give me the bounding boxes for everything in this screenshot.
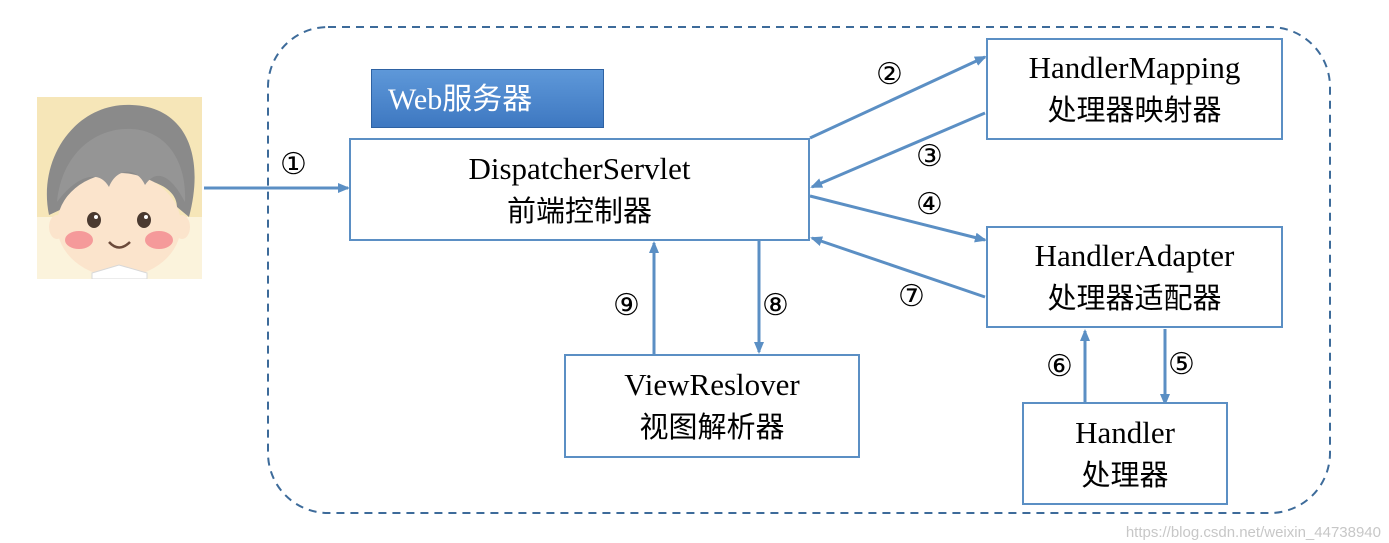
view-resolver-box: ViewReslover 视图解析器 bbox=[564, 354, 860, 458]
step-9-label: ⑨ bbox=[613, 288, 640, 323]
handler-adapter-box: HandlerAdapter 处理器适配器 bbox=[986, 226, 1283, 328]
handler-box: Handler 处理器 bbox=[1022, 402, 1228, 505]
step-4-label: ④ bbox=[916, 187, 943, 222]
arrow-step-3 bbox=[810, 111, 986, 189]
dispatcher-servlet-cn: 前端控制器 bbox=[506, 193, 652, 228]
dispatcher-servlet-name: DispatcherServlet bbox=[468, 150, 691, 186]
cartoon-boy-avatar-icon bbox=[37, 97, 202, 279]
step-8-label: ⑧ bbox=[762, 288, 789, 323]
dispatcher-servlet-box: DispatcherServlet 前端控制器 bbox=[349, 138, 810, 241]
handler-mapping-box: HandlerMapping 处理器映射器 bbox=[986, 38, 1283, 140]
step-2-label: ② bbox=[876, 57, 903, 92]
step-6-label: ⑥ bbox=[1046, 349, 1073, 384]
handler-adapter-cn: 处理器适配器 bbox=[1047, 281, 1222, 315]
handler-name: Handler bbox=[1075, 414, 1175, 450]
arrow-step-2 bbox=[809, 55, 987, 140]
step-7-label: ⑦ bbox=[898, 279, 925, 314]
handler-adapter-name: HandlerAdapter bbox=[1034, 238, 1235, 273]
view-resolver-cn: 视图解析器 bbox=[639, 410, 785, 444]
handler-cn: 处理器 bbox=[1081, 457, 1169, 492]
handler-mapping-name: HandlerMapping bbox=[1028, 50, 1241, 85]
step-3-label: ③ bbox=[916, 139, 943, 174]
arrow-step-4 bbox=[809, 194, 987, 243]
handler-mapping-cn: 处理器映射器 bbox=[1047, 93, 1222, 127]
web-server-boundary bbox=[267, 26, 1331, 514]
watermark: https://blog.csdn.net/weixin_44738940 bbox=[1125, 524, 1381, 541]
view-resolver-name: ViewReslover bbox=[624, 367, 800, 402]
step-5-label: ⑤ bbox=[1168, 347, 1195, 382]
step-1-label: ① bbox=[280, 147, 307, 182]
web-server-title: Web服务器 bbox=[371, 69, 604, 128]
arrow-step-7 bbox=[810, 236, 986, 299]
